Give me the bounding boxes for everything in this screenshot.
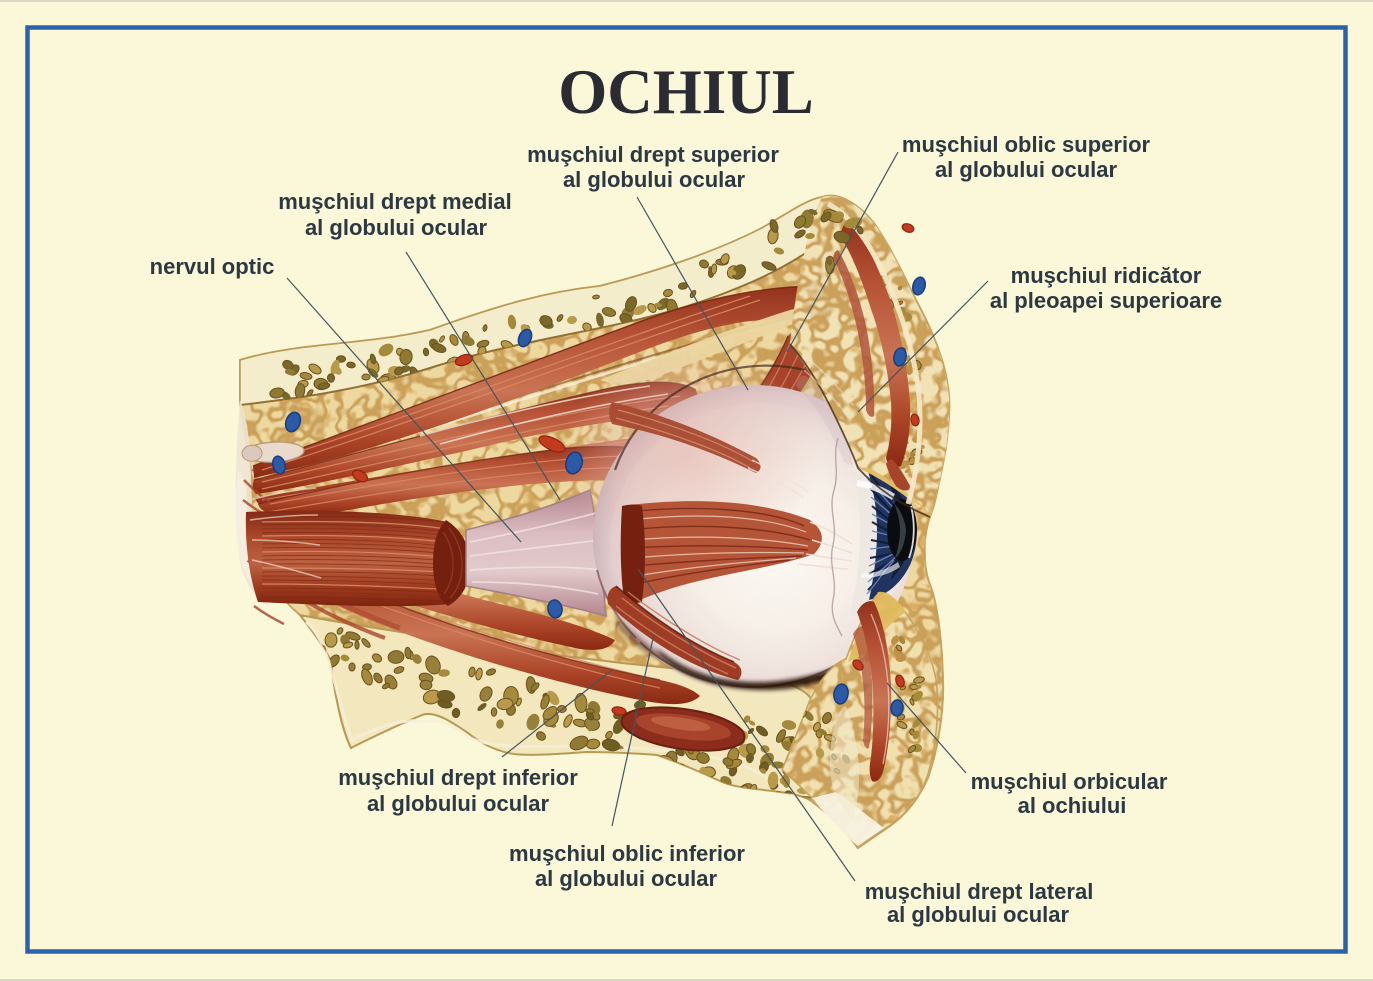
svg-text:muşchiul oblic inferior: muşchiul oblic inferior — [509, 841, 745, 866]
svg-text:muşchiul oblic superior: muşchiul oblic superior — [902, 132, 1151, 157]
svg-text:al globului ocular: al globului ocular — [367, 791, 550, 816]
svg-text:nervul optic: nervul optic — [150, 254, 275, 279]
svg-text:muşchiul drept superior: muşchiul drept superior — [527, 142, 779, 167]
svg-text:al globului ocular: al globului ocular — [935, 157, 1118, 182]
svg-text:muşchiul drept inferior: muşchiul drept inferior — [338, 765, 578, 790]
svg-text:muşchiul orbicular: muşchiul orbicular — [971, 769, 1168, 794]
svg-text:OCHIUL: OCHIUL — [558, 57, 814, 127]
svg-text:al globului ocular: al globului ocular — [535, 866, 718, 891]
svg-text:al pleoapei superioare: al pleoapei superioare — [990, 288, 1222, 313]
svg-text:al globului ocular: al globului ocular — [563, 167, 746, 192]
svg-text:al globului ocular: al globului ocular — [887, 902, 1070, 927]
svg-text:al ochiului: al ochiului — [1018, 793, 1127, 818]
svg-text:muşchiul drept lateral: muşchiul drept lateral — [865, 879, 1094, 904]
svg-text:muşchiul drept medial: muşchiul drept medial — [278, 189, 512, 214]
svg-text:al globului ocular: al globului ocular — [305, 215, 488, 240]
svg-text:muşchiul ridicător: muşchiul ridicător — [1011, 263, 1202, 288]
